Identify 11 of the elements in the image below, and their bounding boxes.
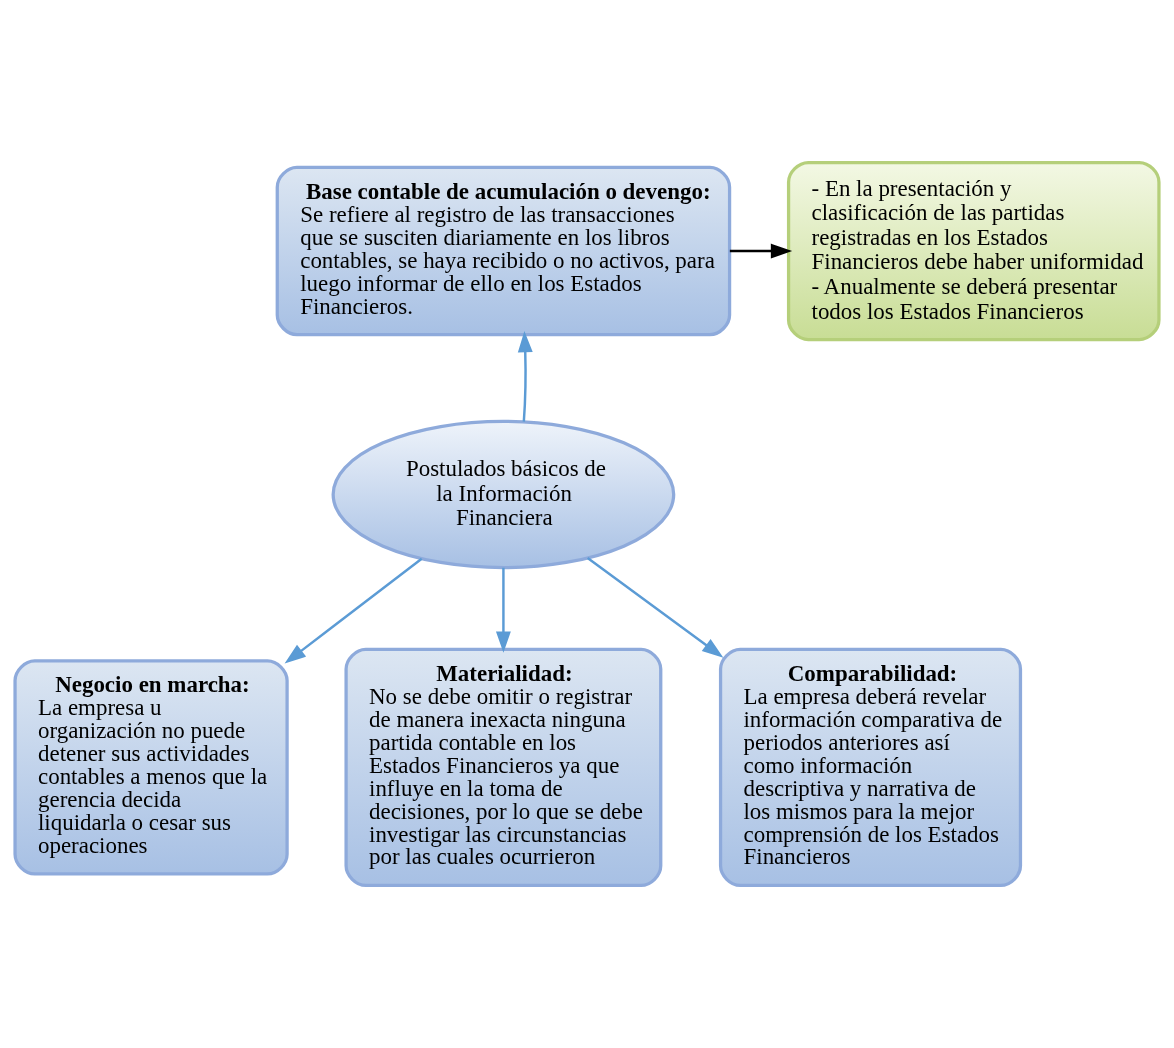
- arrow: [586, 557, 724, 658]
- node-box: Base contable de acumulación o devengo: Se refiere al registro de las transacciones que se susciten diariamente en los libros contables, se haya recibido o no activos, para luego informar de ello en los Estados Financieros.: [275, 165, 732, 337]
- arrow: [284, 557, 423, 664]
- arrow: [729, 243, 793, 259]
- node-box: Materialidad: No se debe omitir o registrar de manera inexacta ninguna partida contable en los Estados Financieros ya que influye en la toma de decisiones, por lo que se debe investigar las circunstancias por las cuales ocurrieron: [344, 647, 663, 888]
- arrow: [495, 567, 511, 653]
- node-ellipse: Postulados básicos de la Información Financiera: [331, 419, 676, 570]
- node-box: Negocio en marcha: La empresa u organización no puede detener sus actividades contables a menos que la gerencia decida liquidarla o cesar sus operaciones: [13, 659, 289, 876]
- node-box: - En la presentación y clasificación de las partidas registradas en los Estados Financieros debe haber uniformidad - Anualmente se deberá presentar todos los Estados Financieros: [786, 160, 1161, 342]
- node-box: Comparabilidad: La empresa deberá revelar información comparativa de periodos anteriores así como información descriptiva y narrativa de los mismos para la mejor comprensión de los Estados Financieros: [718, 647, 1023, 888]
- arrow: [517, 330, 533, 422]
